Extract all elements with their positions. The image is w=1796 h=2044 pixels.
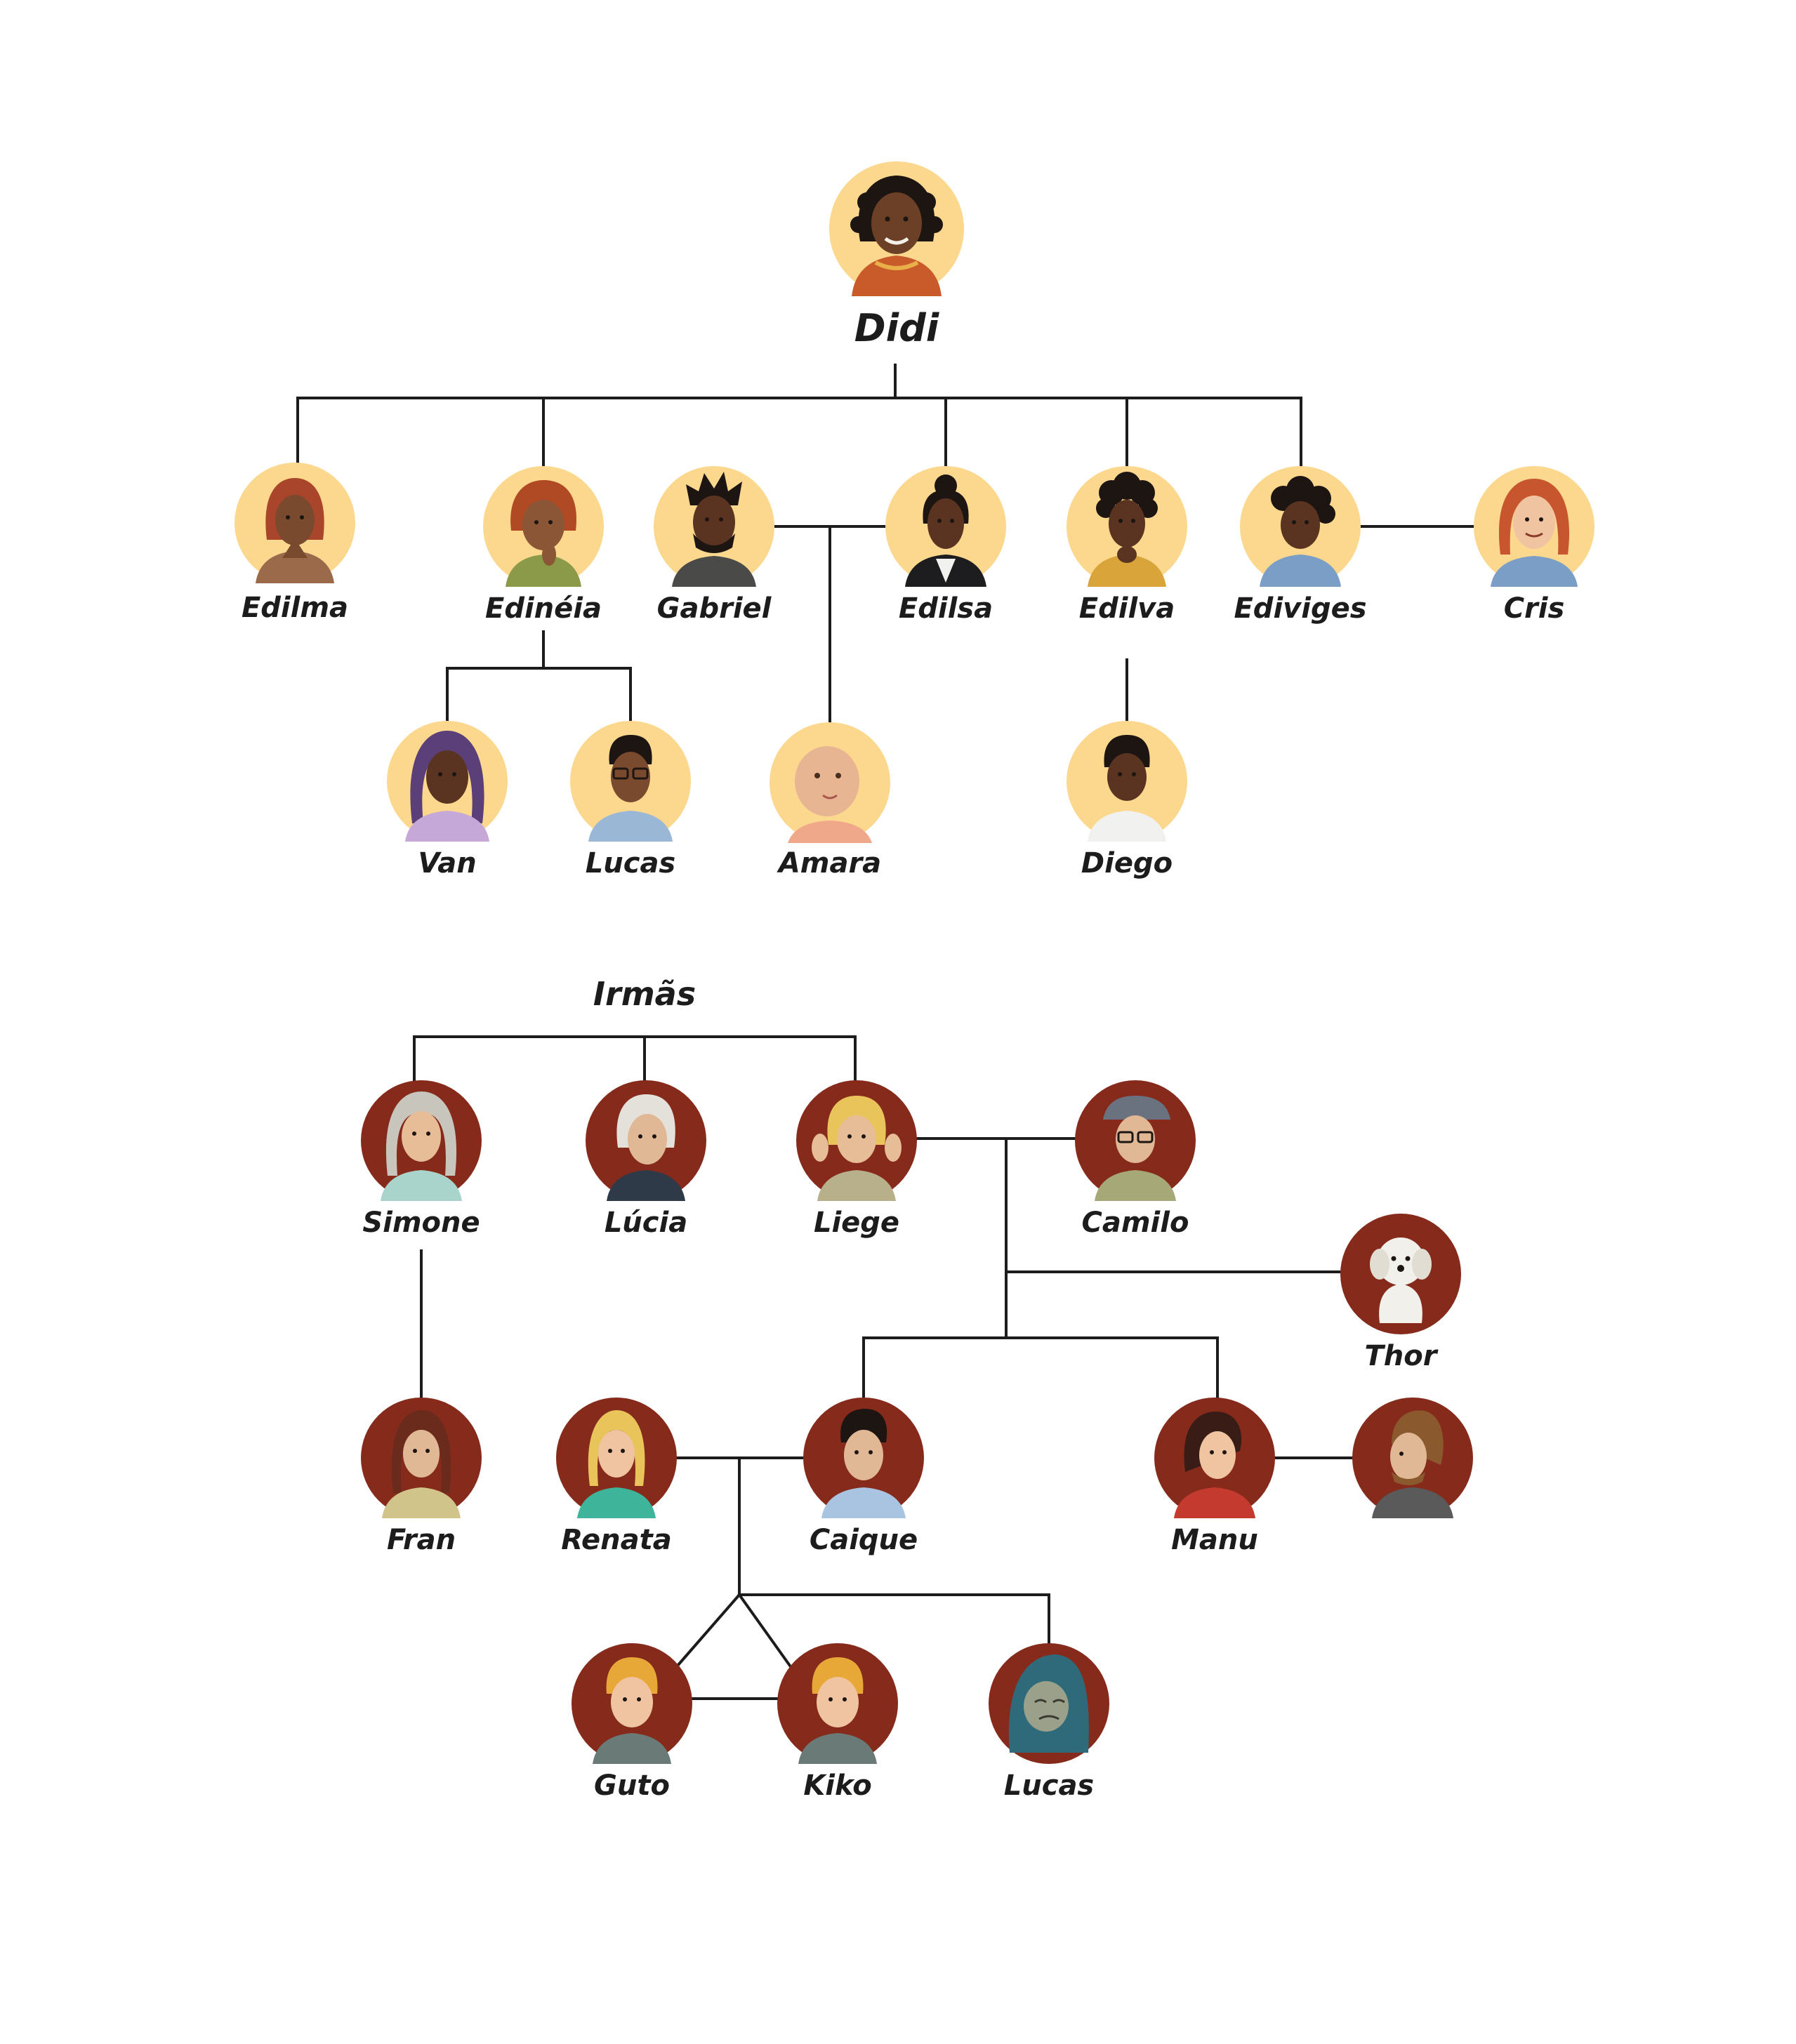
person-label: Guto: [594, 1770, 670, 1802]
edge-gabriel-edilsa-union: [770, 525, 888, 724]
family-a-nodes: Didi Edilma Edinéia: [235, 161, 1594, 880]
man-portrait-icon: [1095, 1096, 1176, 1201]
person-label: Lucas: [1004, 1770, 1094, 1802]
woman-portrait-icon: [381, 1091, 462, 1201]
person-label: Edilva: [1079, 592, 1175, 625]
person-manu: Manu: [1154, 1398, 1275, 1556]
person-edilsa: Edilsa: [885, 466, 1006, 625]
woman-portrait-icon: [1491, 479, 1578, 587]
woman-portrait-icon: [577, 1410, 656, 1518]
person-edilva: Edilva: [1067, 466, 1187, 625]
person-label: Edilsa: [899, 592, 993, 625]
edge-edineia-children: [446, 630, 632, 726]
man-portrait-icon: [588, 735, 673, 842]
dog-portrait-icon: [1370, 1237, 1432, 1323]
boy-portrait-icon: [1088, 735, 1166, 842]
group-label-irmas: Irmãs: [593, 975, 696, 1013]
person-label: Lucas: [586, 847, 675, 880]
woman-portrait-icon: [905, 474, 986, 587]
person-label: Simone: [362, 1207, 480, 1239]
person-label: Cris: [1504, 592, 1565, 625]
edge-liege-children: [862, 1336, 1219, 1398]
person-label: Amara: [777, 847, 881, 880]
woman-portrait-icon: [607, 1094, 685, 1201]
person-lucas-a: Lucas: [570, 721, 691, 880]
woman-portrait-icon: [812, 1096, 902, 1201]
woman-portrait-icon: [256, 478, 334, 583]
woman-portrait-icon: [405, 731, 489, 842]
baby-portrait-icon: [788, 746, 872, 843]
person-cris: Cris: [1474, 466, 1594, 625]
boy-portrait-icon: [798, 1657, 877, 1764]
person-caique: Caique: [803, 1398, 924, 1556]
person-lucia: Lúcia: [586, 1080, 706, 1239]
person-label: Renata: [561, 1524, 672, 1556]
person-guto: Guto: [572, 1643, 692, 1802]
woman-portrait-icon: [506, 480, 581, 587]
man-portrait-icon: [821, 1409, 906, 1518]
person-label: Diego: [1081, 847, 1173, 880]
man-portrait-icon: [1372, 1410, 1453, 1518]
person-label: Fran: [387, 1524, 456, 1556]
person-label: Edinéia: [485, 592, 602, 625]
family-b-connectors: [413, 1035, 1355, 1700]
woman-portrait-icon: [1260, 476, 1341, 587]
person-edineia: Edinéia: [483, 466, 604, 625]
woman-portrait-icon: [850, 175, 943, 296]
person-van: Van: [387, 721, 508, 880]
edge-liege-camilo-union: [914, 1137, 1343, 1339]
woman-portrait-icon: [382, 1410, 461, 1518]
edge-sisters-bracket: [413, 1035, 857, 1081]
person-edilma: Edilma: [235, 463, 355, 624]
person-label: Liege: [814, 1207, 899, 1239]
person-label: Ediviges: [1234, 592, 1366, 625]
person-label: Camilo: [1082, 1207, 1189, 1239]
woman-portrait-icon: [1088, 472, 1166, 587]
person-label: Caique: [810, 1524, 918, 1556]
person-liege: Liege: [796, 1080, 917, 1239]
baby-portrait-icon: [1008, 1654, 1089, 1753]
person-label: Edilma: [242, 592, 348, 624]
person-gabriel: Gabriel: [654, 466, 774, 625]
man-portrait-icon: [672, 472, 756, 587]
person-lucas-b: Lucas: [989, 1643, 1109, 1802]
person-amara: Amara: [770, 722, 890, 880]
person-label: Manu: [1171, 1524, 1258, 1556]
person-label: Lúcia: [605, 1207, 687, 1239]
woman-portrait-icon: [1174, 1412, 1255, 1518]
person-camilo: Camilo: [1075, 1080, 1196, 1239]
person-ediviges: Ediviges: [1234, 466, 1367, 625]
person-fran: Fran: [361, 1398, 482, 1556]
person-label: Gabriel: [657, 592, 772, 625]
person-didi: Didi: [829, 161, 964, 350]
family-b-nodes: Irmãs Simone Lúcia: [361, 975, 1473, 1802]
family-a-connectors: [296, 364, 1477, 726]
pet-thor: Thor: [1340, 1214, 1461, 1372]
person-kiko: Kiko: [777, 1643, 898, 1802]
person-diego: Diego: [1067, 721, 1187, 880]
person-label: Didi: [854, 306, 940, 350]
person-label: Kiko: [803, 1770, 871, 1802]
person-simone: Simone: [361, 1080, 482, 1239]
edge-renata-caique-union: [675, 1456, 1050, 1700]
person-manu-partner: [1352, 1398, 1473, 1518]
person-label: Van: [418, 847, 476, 880]
boy-portrait-icon: [593, 1657, 671, 1764]
edge-didi-children: [296, 364, 1302, 467]
person-label: Thor: [1365, 1340, 1439, 1372]
person-renata: Renata: [556, 1398, 677, 1556]
